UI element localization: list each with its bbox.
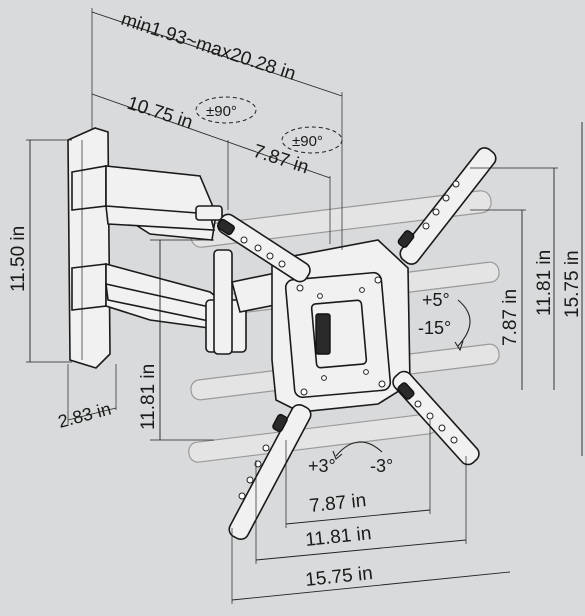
label-bottom-2: 11.81 in [304, 523, 372, 551]
vesa-arm-bottom-right [392, 370, 480, 466]
dim-right-vertical-lines [470, 122, 583, 456]
label-swivel-1: ±90° [206, 103, 237, 120]
label-right-vertical-3: 15.75 in [562, 250, 583, 318]
center-plate [271, 239, 411, 413]
dim-left-vertical-line [150, 239, 214, 441]
dim-wall-plate-depth-line [67, 364, 117, 424]
label-tilt-down: -15° [418, 318, 451, 338]
dim-arm-lines [91, 93, 331, 244]
label-left-vertical: 11.81 in [138, 364, 159, 430]
label-wall-plate-height: 11.50 in [8, 226, 29, 292]
label-swivel-2: ±90° [292, 133, 323, 150]
level-arrow-icon [332, 441, 383, 460]
arm-lower [105, 249, 247, 355]
tilt-arrow-icon [454, 299, 471, 352]
label-level-plus: +3° [308, 456, 336, 476]
swivel-badge-2 [281, 126, 343, 154]
label-tilt-up: +5° [422, 290, 450, 310]
label-right-vertical-2: 11.81 in [534, 250, 555, 316]
wall-plate [67, 127, 111, 369]
dim-bottom-lines [231, 420, 511, 604]
dim-extension-line [91, 8, 343, 250]
label-wall-plate-depth: 2.83 in [56, 399, 113, 432]
arm-upper [105, 165, 223, 241]
label-level-minus: -3° [370, 456, 393, 476]
dim-wall-plate-height-line [26, 139, 72, 363]
swivel-badge-1 [195, 96, 257, 124]
label-bottom-1: 7.87 in [308, 490, 367, 517]
label-extension: min1.93~max20.28 in [118, 9, 298, 85]
vesa-arm-bottom-left [228, 403, 312, 541]
vesa-arm-top-left [217, 213, 311, 283]
label-arm-1: 10.75 in [124, 93, 195, 134]
label-right-vertical-1: 7.87 in [500, 289, 521, 346]
vesa-arm-top-right [397, 147, 497, 265]
